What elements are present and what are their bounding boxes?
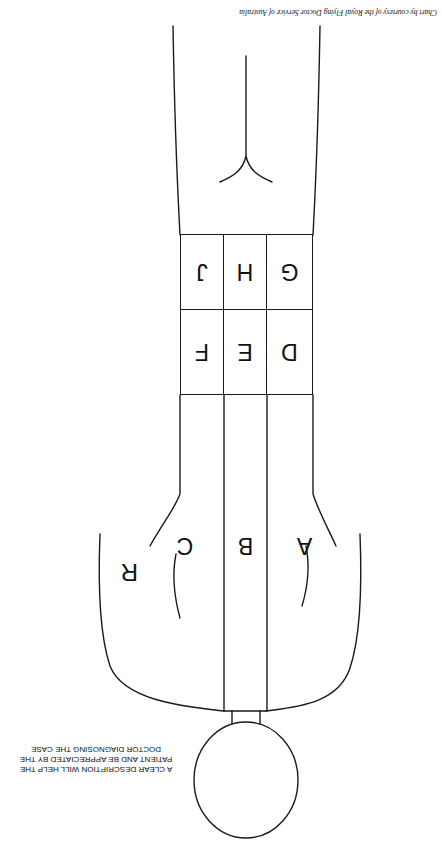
crotch-outline — [220, 56, 272, 182]
region-letter: A — [297, 535, 312, 558]
abdomen-cell: J — [180, 234, 224, 310]
region-letter: J — [196, 261, 208, 284]
chest-region: C — [146, 396, 224, 696]
region-letter: D — [281, 341, 298, 364]
chest-strip-line — [224, 395, 267, 711]
left-shoulder-outline — [266, 534, 361, 711]
region-letter: C — [177, 535, 194, 558]
neck-base-line — [224, 710, 266, 711]
region-letter: G — [281, 261, 299, 284]
chest-region: A — [267, 396, 342, 696]
region-letter: H — [237, 261, 254, 284]
right-armpit-outline — [150, 395, 180, 546]
side-marker: R — [121, 560, 138, 584]
head-outline — [194, 722, 298, 838]
abdomen-cell: G — [266, 234, 313, 310]
abdomen-cell: D — [266, 309, 313, 395]
chest-curve — [174, 554, 180, 618]
right-shoulder-outline — [99, 534, 224, 711]
region-letter: B — [238, 535, 253, 558]
region-letter: E — [237, 341, 252, 364]
instruction-note: A CLEAR DESCRIPTION WILL HELP THE PATIEN… — [8, 744, 184, 774]
neck-outline — [232, 711, 260, 724]
abdomen-cell: H — [223, 234, 267, 310]
abdomen-cell: F — [180, 309, 224, 395]
left-hip-outline — [313, 26, 320, 235]
region-letter: F — [195, 341, 209, 364]
credit-line: Chart by courtesy of the Royal Flying Do… — [239, 9, 437, 17]
left-armpit-outline — [313, 395, 336, 546]
right-hip-outline — [173, 26, 180, 235]
chest-region: B — [224, 396, 267, 696]
abdomen-cell: E — [223, 309, 267, 395]
